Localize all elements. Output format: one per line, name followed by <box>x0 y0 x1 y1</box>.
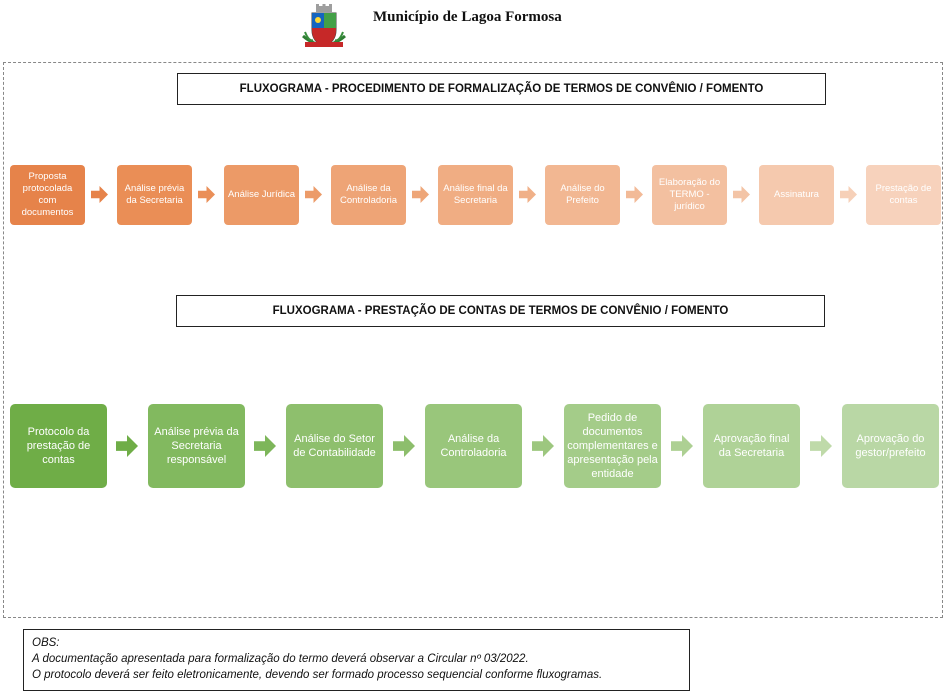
formalization-step-6: Análise do Prefeito <box>545 165 620 225</box>
accountability-step-6: Aprovação final da Secretaria <box>703 404 800 488</box>
arrow-right-icon <box>840 186 857 203</box>
arrow-right-icon <box>254 435 276 457</box>
arrow-right-icon <box>305 186 322 203</box>
accountability-step-2: Análise prévia da Secretaria responsável <box>148 404 245 488</box>
arrow-right-icon <box>198 186 215 203</box>
obs-line-2: O protocolo deverá ser feito eletronicam… <box>32 668 603 681</box>
formalization-step-9: Prestação de contas <box>866 165 941 225</box>
formalization-step-3: Análise Jurídica <box>224 165 299 225</box>
accountability-step-5: Pedido de documentos complementares e ap… <box>564 404 661 488</box>
flowchart-frame <box>3 62 943 618</box>
municipality-title: Município de Lagoa Formosa <box>373 9 562 25</box>
formalization-flowchart-title: FLUXOGRAMA - PROCEDIMENTO DE FORMALIZAÇÃ… <box>177 73 826 105</box>
formalization-step-8: Assinatura <box>759 165 834 225</box>
accountability-step-7: Aprovação do gestor/prefeito <box>842 404 939 488</box>
arrow-right-icon <box>116 435 138 457</box>
municipal-coat-of-arms-icon <box>302 4 346 47</box>
accountability-flowchart-title: FLUXOGRAMA - PRESTAÇÃO DE CONTAS DE TERM… <box>176 295 825 327</box>
formalization-step-1: Proposta protocolada com documentos <box>10 165 85 225</box>
accountability-step-3: Análise do Setor de Contabilidade <box>286 404 383 488</box>
arrow-right-icon <box>393 435 415 457</box>
formalization-step-4: Análise da Controladoria <box>331 165 406 225</box>
arrow-right-icon <box>519 186 536 203</box>
formalization-step-2: Análise prévia da Secretaria <box>117 165 192 225</box>
observations-box: OBS: A documentação apresentada para for… <box>23 629 690 691</box>
arrow-right-icon <box>91 186 108 203</box>
arrow-right-icon <box>532 435 554 457</box>
arrow-right-icon <box>671 435 693 457</box>
obs-line-1: A documentação apresentada para formaliz… <box>32 652 529 665</box>
arrow-right-icon <box>810 435 832 457</box>
accountability-step-4: Análise da Controladoria <box>425 404 522 488</box>
accountability-step-1: Protocolo da prestação de contas <box>10 404 107 488</box>
formalization-step-5: Análise final da Secretaria <box>438 165 513 225</box>
obs-heading: OBS: <box>32 637 60 649</box>
arrow-right-icon <box>626 186 643 203</box>
arrow-right-icon <box>733 186 750 203</box>
formalization-step-7: Elaboração do TERMO - jurídico <box>652 165 727 225</box>
arrow-right-icon <box>412 186 429 203</box>
